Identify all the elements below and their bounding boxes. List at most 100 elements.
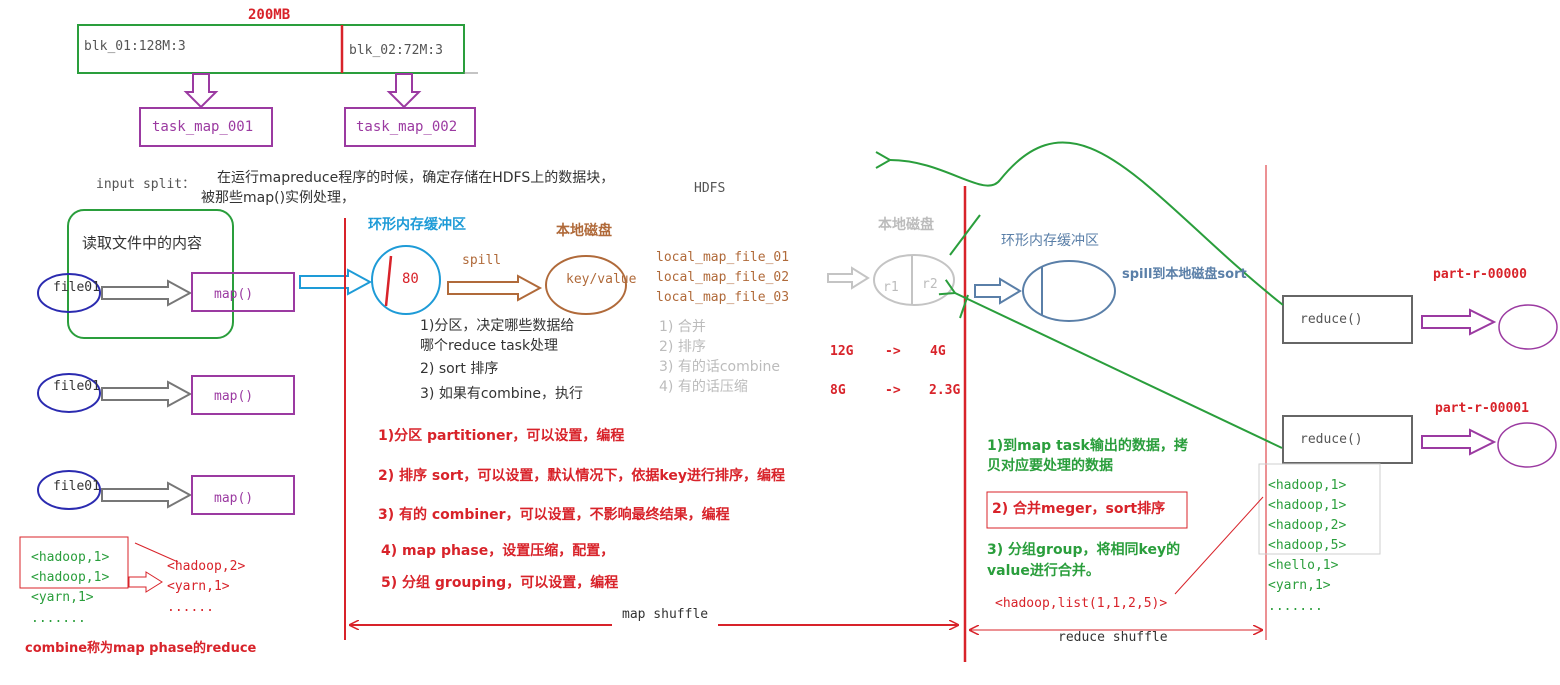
block-1-label: blk_01:128M:3 [84,39,186,54]
reduce-shuffle-label: reduce shuffle [1058,630,1168,645]
input-split-line1: 在运行mapreduce程序的时候，确定存储在HDFS上的数据块， [217,170,615,186]
right-arrow-icon [974,277,1022,305]
reduce-note-1: 贝对应要处理的数据 [987,458,1113,474]
ring-buffer-value: 80 [402,271,419,287]
spill-step: 1)分区，决定哪些数据给 [420,318,575,334]
local-map-file: local_map_file_01 [656,250,790,265]
combine-output: ...... [167,600,214,615]
output-file-1 [1497,422,1557,468]
spill-step: 哪个reduce task处理 [420,338,559,354]
reduce-note-2: 2) 合并meger，sort排序 [992,501,1166,517]
ring-buffer-circle [371,245,441,315]
spill-step: 2) sort 排序 [420,361,499,377]
combine-output: <yarn,1> [167,579,230,594]
combine-input: <hadoop,1> [31,570,110,585]
compress-to: 2.3G [929,383,961,398]
read-content-label: 读取文件中的内容 [82,234,203,252]
kv-item: <yarn,1> [1268,578,1331,593]
reduce-note-3: 3) 分组group，将相同key的 [987,542,1181,558]
grouped-record: <hadoop,list(1,1,2,5)> [995,596,1168,611]
file-label: file01 [53,479,100,494]
input-split-line2: 被那些map()实例处理， [201,190,356,206]
fetch-line [949,214,981,256]
local-disk-label: 本地磁盘 [556,223,612,239]
merge-step: 4) 有的话压缩 [659,379,748,395]
kv-item: ....... [1268,599,1323,614]
kv-item: <hello,1> [1268,558,1339,573]
merge-step: 1) 合并 [659,319,706,335]
reduce-buffer-label: 环形内存缓冲区 [1001,233,1099,249]
map-note: 4) map phase，设置压缩，配置， [381,543,615,559]
combine-line [134,542,179,563]
reduce-local-disk-label: 本地磁盘 [878,217,934,233]
task-map-002-box [344,107,476,147]
grouping-pointer [1174,496,1264,595]
reduce-note-3: value进行合并。 [987,563,1100,579]
compress-to: 4G [930,344,946,359]
map-note: 1)分区 partitioner，可以设置，编程 [378,428,625,444]
merge-sort-box [986,491,1188,529]
spill-step: 3) 如果有combine，执行 [420,386,583,402]
right-arrow-icon [1421,428,1497,456]
key-value-label: key/value [566,272,637,287]
block-bar [77,24,465,74]
local-map-file: local_map_file_03 [656,290,790,305]
kv-item: <hadoop,5> [1268,538,1347,553]
combine-input-box [19,536,129,589]
file-label: file01 [53,280,100,295]
map-box [191,272,295,312]
map-note: 2) 排序 sort，可以设置，默认情况下，依据key进行排序，编程 [378,468,785,484]
reduce-label: reduce() [1300,312,1363,327]
kv-item: <hadoop,1> [1268,478,1347,493]
ring-buffer-label: 环形内存缓冲区 [368,217,466,233]
right-arrow-icon [299,268,373,296]
reduce-buffer-ellipse [1022,260,1116,322]
map-box [191,375,295,415]
compress-from: 8G [830,383,846,398]
right-arrow-icon [101,380,193,408]
local-map-file: local_map_file_02 [656,270,790,285]
hdfs-label: HDFS [694,181,726,196]
map-label: map() [214,287,254,302]
right-arrow-icon [101,481,193,509]
ring-buffer-mark [384,255,393,307]
down-arrow-icon [183,73,219,109]
reduce-note-1: 1)到map task输出的数据，拷 [987,438,1188,454]
spill-sort-label: spill到本地磁盘sort [1122,267,1247,282]
map-label: map() [214,389,254,404]
combine-input: ....... [31,611,86,626]
map-shuffle-label: map shuffle [622,607,709,622]
part-r-00001-label: part-r-00001 [1435,401,1529,416]
combine-input: <hadoop,1> [31,550,110,565]
block-2-label: blk_02:72M:3 [349,43,443,58]
fetch-curve [890,141,1284,306]
file-ellipse [37,373,101,413]
right-arrow-icon [447,274,543,302]
compress-from: 12G [830,344,854,359]
map-box [191,475,295,515]
input-split-label: input split： [96,177,196,192]
combine-input: <yarn,1> [31,590,94,605]
combine-note: combine称为map phase的reduce [25,641,257,656]
kv-item: <hadoop,2> [1268,518,1347,533]
map-label: map() [214,491,254,506]
combine-output: <hadoop,2> [167,559,246,574]
r2-label: r2 [922,277,938,292]
compress-arrow: -> [885,344,901,359]
r1-label: r1 [883,280,899,295]
kv-list-box [1258,463,1381,555]
map-note: 5) 分组 grouping，可以设置，编程 [381,575,619,591]
right-arrow-icon [101,279,193,307]
merge-step: 3) 有的话combine [659,359,780,375]
file-label: file01 [53,379,100,394]
task-map-001-box [139,107,273,147]
task-map-002-label: task_map_002 [356,119,458,135]
reduce-box-1 [1282,415,1413,464]
block-size-label: 200MB [248,7,291,23]
fetch-line [959,294,969,319]
spill-label: spill [462,253,502,268]
reduce-label: reduce() [1300,432,1363,447]
right-arrow-icon [1421,308,1497,336]
